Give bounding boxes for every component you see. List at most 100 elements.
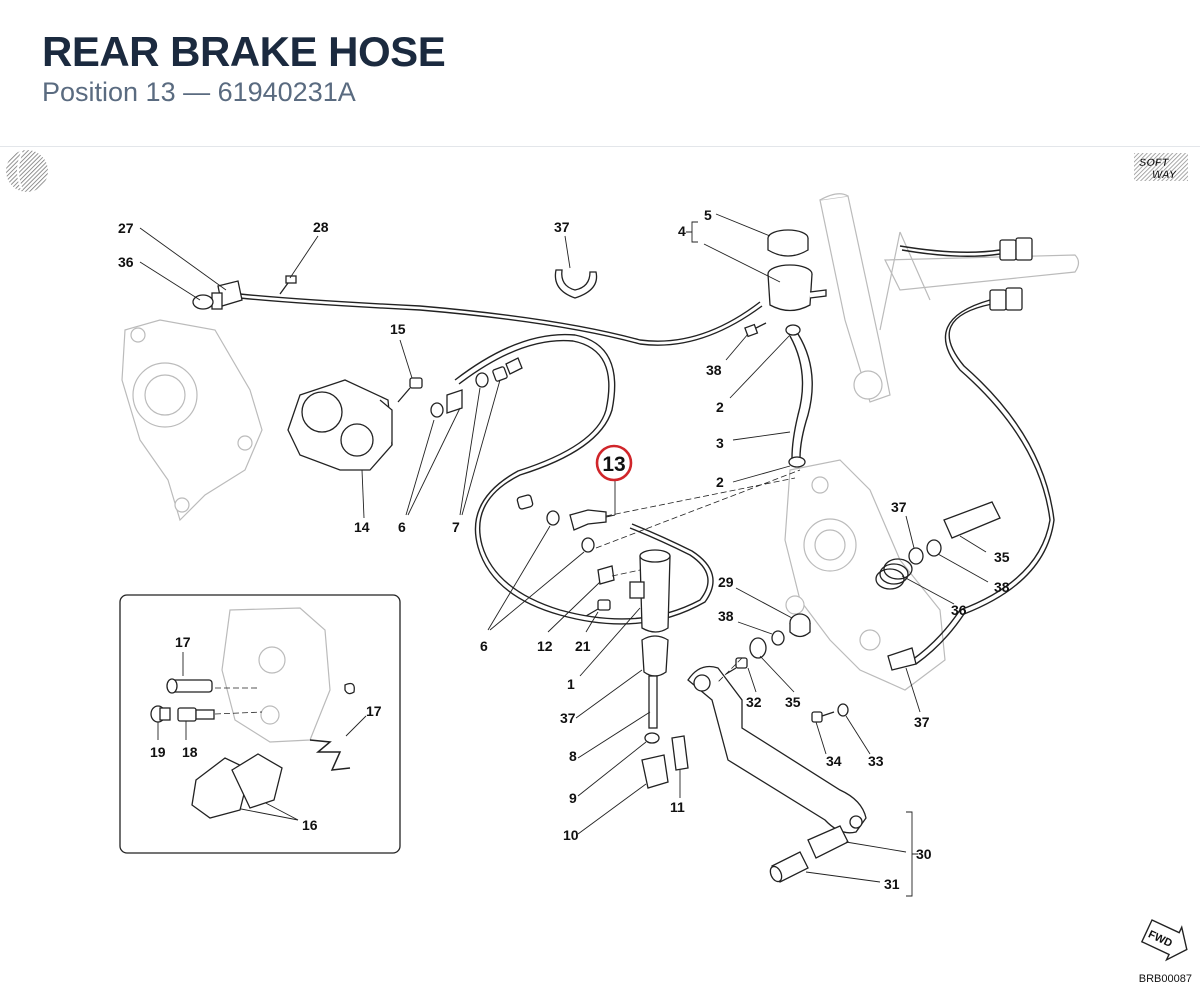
bleed-cap-part xyxy=(150,705,171,723)
hose-clamp-upper-part xyxy=(785,324,801,336)
alignment-lines xyxy=(214,469,801,715)
callout-2: 2 xyxy=(716,474,724,490)
foot-peg-rubber-part xyxy=(769,851,809,883)
caliper-pin-part xyxy=(166,678,213,694)
caliper-detail-inset xyxy=(119,594,401,854)
page-subtitle: Position 13 — 61940231A xyxy=(42,77,356,107)
rubber-boot-part xyxy=(641,635,669,677)
mount-bolt-part xyxy=(585,599,611,617)
callout-17: 17 xyxy=(175,634,191,650)
pedal-stop-bolt-part xyxy=(811,711,835,723)
softway-logo-line2: WAY xyxy=(1152,169,1178,181)
callout-37: 37 xyxy=(891,499,907,515)
callout-18: 18 xyxy=(182,744,198,760)
callout-27: 33 xyxy=(868,753,884,769)
callout-31: 35 xyxy=(785,694,801,710)
reservoir-screw-part xyxy=(744,322,767,338)
leader-lines xyxy=(139,213,989,897)
callout-35: 37 xyxy=(554,219,570,235)
callout-10: 10 xyxy=(563,827,579,843)
callout-34: 36 xyxy=(118,254,134,270)
stoplight-switch-part xyxy=(887,647,917,671)
pedal-screw-part xyxy=(725,657,748,675)
connector-upper xyxy=(999,237,1033,261)
pivot-spacer-part xyxy=(789,613,811,638)
callout-26: 32 xyxy=(746,694,762,710)
callout-33: 38 xyxy=(994,579,1010,595)
fwd-arrow-icon: FWD xyxy=(1140,919,1188,962)
callout-30: 36 xyxy=(951,602,967,618)
callout-5: 5 xyxy=(704,207,712,223)
callout-15: 15 xyxy=(390,321,406,337)
hose-clamp-lower-part xyxy=(788,456,806,468)
callout-21: 27 xyxy=(118,220,134,236)
callout-28: 34 xyxy=(826,753,842,769)
pedal-stop-washer-part xyxy=(837,703,849,717)
hose-clip-part xyxy=(554,269,598,299)
hose-end-fitting-part xyxy=(569,509,607,531)
callout-24: 30 xyxy=(916,846,932,862)
banjo-washer-part xyxy=(430,402,444,418)
callout-12: 12 xyxy=(537,638,553,654)
callout-23: 29 xyxy=(718,574,734,590)
banjo-washer-part xyxy=(546,510,560,526)
drawing-code: BRB00087 xyxy=(1138,973,1192,985)
pushrod-part xyxy=(648,675,658,729)
callout-38: 38 xyxy=(706,362,722,378)
callout-17: 17 xyxy=(366,703,382,719)
callout-4: 4 xyxy=(678,223,686,239)
pedal-washer-part xyxy=(749,637,767,659)
callout-37: 38 xyxy=(718,608,734,624)
softway-logo: SOFT WAY xyxy=(1134,153,1188,181)
pad-retaining-spring-part xyxy=(309,739,351,771)
softway-logo-line1: SOFT xyxy=(1139,157,1170,169)
highlight-callout-13[interactable]: 13 xyxy=(595,444,633,482)
rear-caliper-part xyxy=(287,379,393,471)
clevis-pin-part xyxy=(671,735,689,771)
highlight-callout-13-number: 13 xyxy=(602,453,625,476)
banjo-fitting-part xyxy=(446,389,463,414)
pivot-pin-washer-part xyxy=(926,539,942,557)
callout-7: 7 xyxy=(452,519,460,535)
caliper-bolt-part xyxy=(397,377,423,403)
callout-22: 28 xyxy=(313,219,329,235)
callout-3: 3 xyxy=(716,435,724,451)
clevis-part xyxy=(641,754,669,789)
banjo-washer-part xyxy=(581,537,595,553)
banjo-bolt-part xyxy=(492,357,523,382)
brake-pads-part xyxy=(191,753,283,819)
foot-peg-part xyxy=(807,825,849,859)
callout-20: 21 xyxy=(575,638,591,654)
speed-sensor-part xyxy=(211,280,243,310)
pedal-pivot-pin-part xyxy=(943,501,1001,539)
callout-2: 2 xyxy=(716,399,724,415)
callout-labels: 27 28 36 37 4 5 38 2 3 2 15 14 6 7 6 12 … xyxy=(118,207,1010,892)
callout-6: 6 xyxy=(480,638,488,654)
banjo-bolt-part xyxy=(516,494,534,510)
return-spring-part xyxy=(875,558,913,590)
page-title: REAR BRAKE HOSE xyxy=(42,28,446,75)
callout-36: 37 xyxy=(560,710,576,726)
sensor-bolt-part xyxy=(279,275,297,295)
exploded-parts-diagram: SOFT WAY xyxy=(6,150,1188,962)
banjo-washer-part xyxy=(475,372,489,388)
fluid-reservoir-part xyxy=(767,264,827,312)
brake-lines xyxy=(239,245,1055,665)
callout-1: 1 xyxy=(567,676,575,692)
pivot-washer-part xyxy=(771,630,785,646)
spring-washer-part xyxy=(908,547,924,565)
callout-25: 31 xyxy=(884,876,900,892)
connector-lower xyxy=(989,287,1023,311)
globe-icon xyxy=(6,150,48,192)
reservoir-cap-part xyxy=(767,229,809,257)
callout-14: 14 xyxy=(354,519,370,535)
lock-nut-part xyxy=(644,732,660,744)
callout-8: 8 xyxy=(569,748,577,764)
callout-11: 11 xyxy=(670,799,685,815)
frame-background xyxy=(121,193,1080,743)
callout-9: 9 xyxy=(569,790,577,806)
hose-union-part xyxy=(597,565,615,585)
callout-32: 37 xyxy=(914,714,930,730)
callout-29: 35 xyxy=(994,549,1010,565)
callout-6: 6 xyxy=(398,519,406,535)
